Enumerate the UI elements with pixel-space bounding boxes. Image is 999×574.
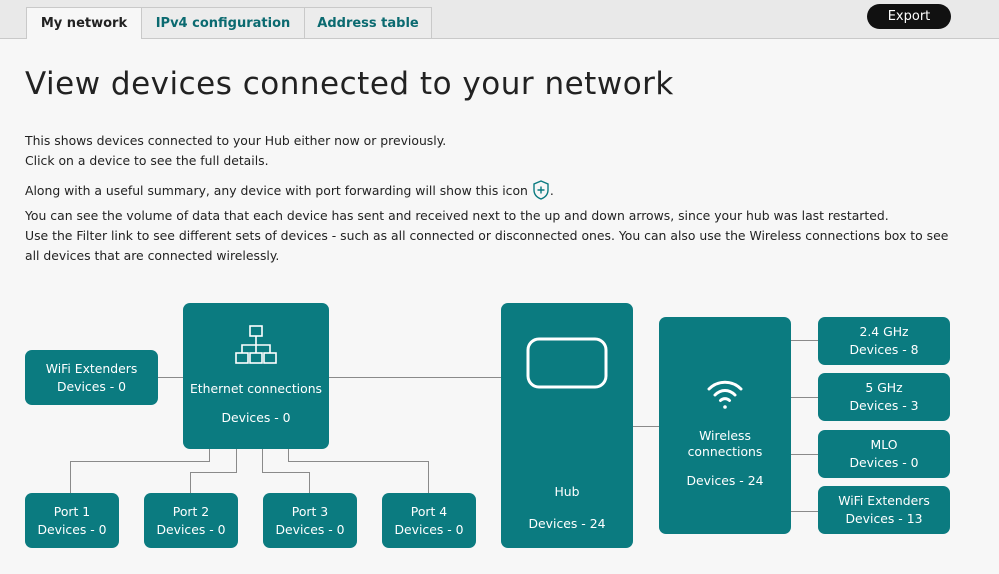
connector-wireless-24ghz (791, 340, 818, 341)
port-1-devices: Devices - 0 (37, 521, 107, 537)
connector-port4-h (288, 461, 429, 462)
connector-wireless-mlo (791, 454, 818, 455)
ethernet-connections-label: Ethernet connections (189, 381, 323, 396)
band-mlo-box[interactable]: MLO Devices - 0 (818, 430, 950, 478)
port-2-box[interactable]: Port 2 Devices - 0 (144, 493, 238, 548)
wifi-extenders-right-box[interactable]: WiFi Extenders Devices - 13 (818, 486, 950, 534)
wifi-extenders-left-box[interactable]: WiFi Extenders Devices - 0 (25, 350, 158, 405)
band-5ghz-label: 5 GHz (865, 380, 903, 395)
wifi-extenders-left-label: WiFi Extenders (45, 360, 138, 376)
intro-line-1: This shows devices connected to your Hub… (25, 133, 447, 148)
wireless-connections-box[interactable]: Wireless connections Devices - 24 (659, 317, 791, 534)
port-3-box[interactable]: Port 3 Devices - 0 (263, 493, 357, 548)
tab-bar: My network IPv4 configuration Address ta… (0, 0, 999, 39)
hub-icon (526, 337, 608, 392)
connector-wireless-5ghz (791, 397, 818, 398)
connector-port3-v (309, 472, 310, 493)
port-2-label: Port 2 (172, 503, 210, 519)
connector-port4-up (288, 449, 289, 462)
tab-address-table[interactable]: Address table (304, 7, 432, 38)
wifi-icon (706, 377, 744, 414)
page-title: View devices connected to your network (25, 66, 674, 102)
band-24ghz-devices: Devices - 8 (849, 342, 919, 357)
band-24ghz-label: 2.4 GHz (859, 324, 909, 339)
band-mlo-label: MLO (870, 437, 898, 452)
ethernet-connections-box[interactable]: Ethernet connections Devices - 0 (183, 303, 329, 449)
wifi-extenders-right-label: WiFi Extenders (838, 493, 930, 508)
intro-paragraph-2: Along with a useful summary, any device … (25, 180, 965, 266)
connector-port2-v (190, 472, 191, 493)
band-5ghz-devices: Devices - 3 (849, 398, 919, 413)
intro-paragraph-1: This shows devices connected to your Hub… (25, 131, 965, 171)
tab-my-network[interactable]: My network (26, 7, 142, 39)
port-2-devices: Devices - 0 (156, 521, 226, 537)
port-4-devices: Devices - 0 (394, 521, 464, 537)
port-4-label: Port 4 (410, 503, 448, 519)
connector-extenders-ethernet (158, 377, 183, 378)
intro-line-3-end: . (549, 183, 554, 198)
hub-box[interactable]: Hub Devices - 24 (501, 303, 633, 548)
wifi-extenders-left-devices: Devices - 0 (56, 378, 127, 394)
wireless-connections-label: Wireless connections (687, 428, 763, 459)
connector-hub-wireless (633, 426, 659, 427)
intro-line-5: Use the Filter link to see different set… (25, 228, 949, 263)
connector-ethernet-hub (329, 377, 501, 378)
connector-port2-up (236, 449, 237, 473)
intro-line-2: Click on a device to see the full detail… (25, 153, 269, 168)
connector-port1-v (70, 461, 71, 493)
hub-devices: Devices - 24 (528, 516, 606, 531)
tab-ipv4-configuration[interactable]: IPv4 configuration (141, 7, 305, 38)
intro-line-3: Along with a useful summary, any device … (25, 183, 528, 198)
wifi-extenders-right-devices: Devices - 13 (845, 511, 923, 526)
ethernet-connections-devices: Devices - 0 (221, 410, 291, 425)
connector-port3-up (262, 449, 263, 473)
band-mlo-devices: Devices - 0 (849, 455, 919, 470)
shield-plus-icon (532, 180, 550, 206)
export-button[interactable]: Export (867, 4, 951, 29)
network-tree-icon (235, 325, 277, 368)
intro-line-4: You can see the volume of data that each… (25, 208, 889, 223)
hub-label: Hub (554, 484, 580, 499)
connector-port1-h (70, 461, 209, 462)
connector-wireless-extenders (791, 511, 818, 512)
port-4-box[interactable]: Port 4 Devices - 0 (382, 493, 476, 548)
connector-port1-up (209, 449, 210, 462)
port-3-devices: Devices - 0 (275, 521, 345, 537)
band-24ghz-box[interactable]: 2.4 GHz Devices - 8 (818, 317, 950, 365)
port-1-label: Port 1 (53, 503, 91, 519)
port-3-label: Port 3 (291, 503, 329, 519)
wireless-connections-devices: Devices - 24 (686, 473, 764, 488)
port-1-box[interactable]: Port 1 Devices - 0 (25, 493, 119, 548)
connector-port3-h (262, 472, 310, 473)
band-5ghz-box[interactable]: 5 GHz Devices - 3 (818, 373, 950, 421)
connector-port2-h (190, 472, 236, 473)
connector-port4-v (428, 461, 429, 493)
